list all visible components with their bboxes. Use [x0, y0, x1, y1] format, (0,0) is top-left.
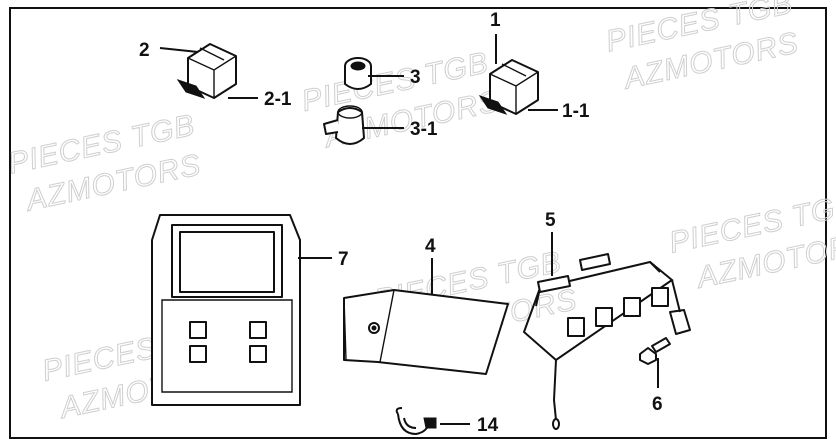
- leader-2: [159, 47, 199, 53]
- callout-labels: 1 1-1 2 2-1 3 3-1 4 5 6 7 14: [139, 10, 663, 436]
- callout-14: 14: [477, 415, 499, 436]
- part-14-clip: [395, 407, 437, 435]
- callout-3: 3: [410, 67, 421, 88]
- callout-1-1: 1-1: [562, 101, 590, 122]
- callout-4: 4: [425, 236, 436, 257]
- callout-2: 2: [139, 40, 150, 61]
- part-3-cap: [344, 57, 372, 90]
- part-3-1-cap: [323, 105, 365, 145]
- part-4-cover: [343, 289, 509, 375]
- diagram-frame: [9, 7, 827, 439]
- callout-6: 6: [652, 394, 663, 415]
- callout-1: 1: [490, 10, 501, 31]
- part-1-relay: [478, 59, 539, 115]
- callout-5: 5: [545, 210, 556, 231]
- part-2-relay: [176, 43, 237, 99]
- part-5-bracket: [522, 253, 691, 430]
- callout-2-1: 2-1: [264, 89, 292, 110]
- part-6-bolt: [639, 337, 671, 365]
- part-7-display: [151, 214, 301, 406]
- leader-lines: [159, 34, 659, 425]
- callout-7: 7: [338, 249, 349, 270]
- callout-3-1: 3-1: [410, 119, 438, 140]
